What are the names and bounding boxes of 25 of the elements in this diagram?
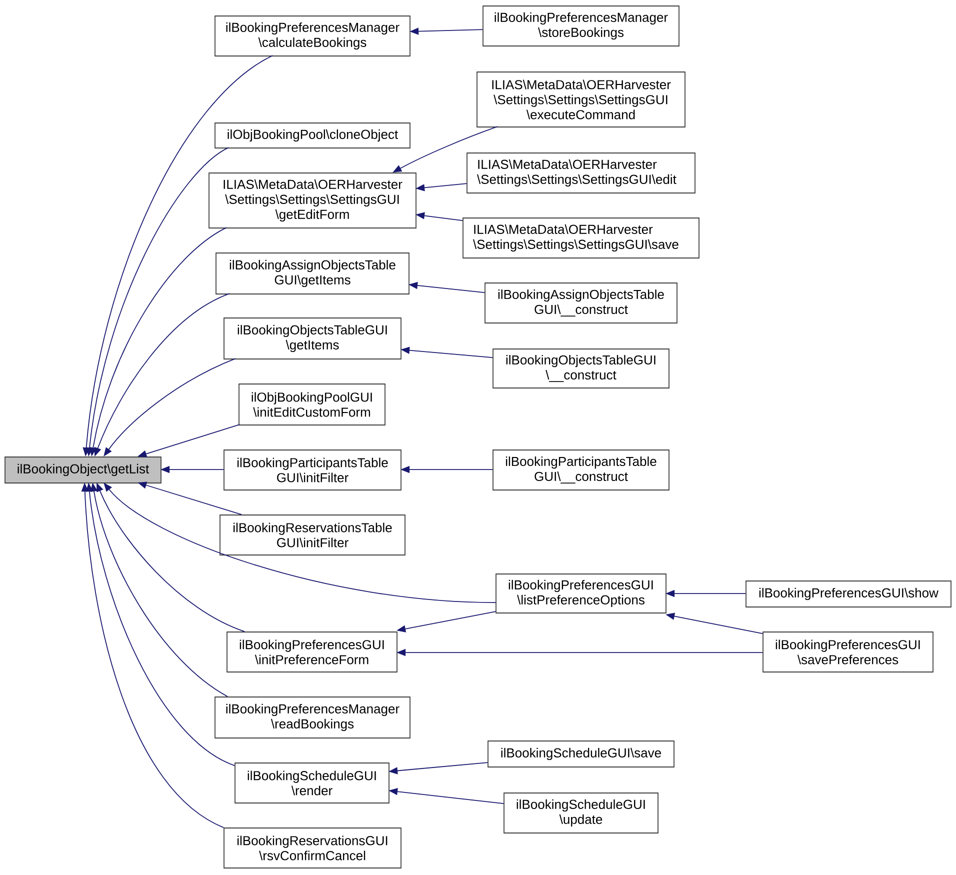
- method-box: ilBookingAssignObjectsTable GUI\__construct: [484, 282, 678, 324]
- method-box: ilBookingScheduleGUI\save: [488, 740, 674, 768]
- method-box: ilBookingPreferencesGUI \initPreferenceForm: [226, 632, 398, 672]
- method-box: ilBookingPreferencesGUI \savePreferences: [762, 632, 934, 672]
- method-box: ilBookingPreferencesManager \calculateBookings: [214, 16, 410, 56]
- method-box: ILIAS\MetaData\OERHarvester \Settings\Settings\SettingsGUI\save: [462, 218, 700, 258]
- method-box: ilBookingPreferencesManager \storeBookings: [482, 6, 680, 46]
- method-box: ilBookingPreferencesGUI\show: [746, 580, 952, 608]
- method-box: ILIAS\MetaData\OERHarvester \Settings\Settings\SettingsGUI \getEditForm: [208, 172, 416, 228]
- method-box: ilBookingScheduleGUI \render: [234, 762, 390, 804]
- method-box: ilBookingObjectsTableGUI \getItems: [224, 318, 402, 360]
- method-box: ilObjBookingPoolGUI \initEditCustomForm: [238, 384, 386, 426]
- method-box: ilBookingPreferencesManager \readBookings: [214, 696, 410, 738]
- method-box: ILIAS\MetaData\OERHarvester \Settings\Settings\SettingsGUI \executeCommand: [476, 72, 686, 128]
- method-box: ilBookingParticipantsTable GUI\__construct: [492, 450, 670, 490]
- method-box: ilObjBookingPool\cloneObject: [214, 122, 410, 148]
- method-box: ILIAS\MetaData\OERHarvester \Settings\Settings\SettingsGUI\edit: [466, 152, 696, 194]
- method-box: ilBookingReservationsTable GUI\initFilter: [220, 514, 406, 556]
- method-box: ilBookingReservationsGUI \rsvConfirmCancel: [224, 828, 402, 868]
- method-box: ilBookingParticipantsTable GUI\initFilter: [224, 450, 402, 490]
- method-box: ilBookingScheduleGUI \update: [504, 792, 658, 834]
- method-box: ilBookingObjectsTableGUI \__construct: [492, 348, 670, 388]
- method-box: ilBookingPreferencesGUI \listPreferenceOptions: [496, 574, 666, 614]
- method-box: ilBookingObject\getList: [4, 456, 162, 484]
- method-box: ilBookingAssignObjectsTable GUI\getItems: [216, 252, 410, 294]
